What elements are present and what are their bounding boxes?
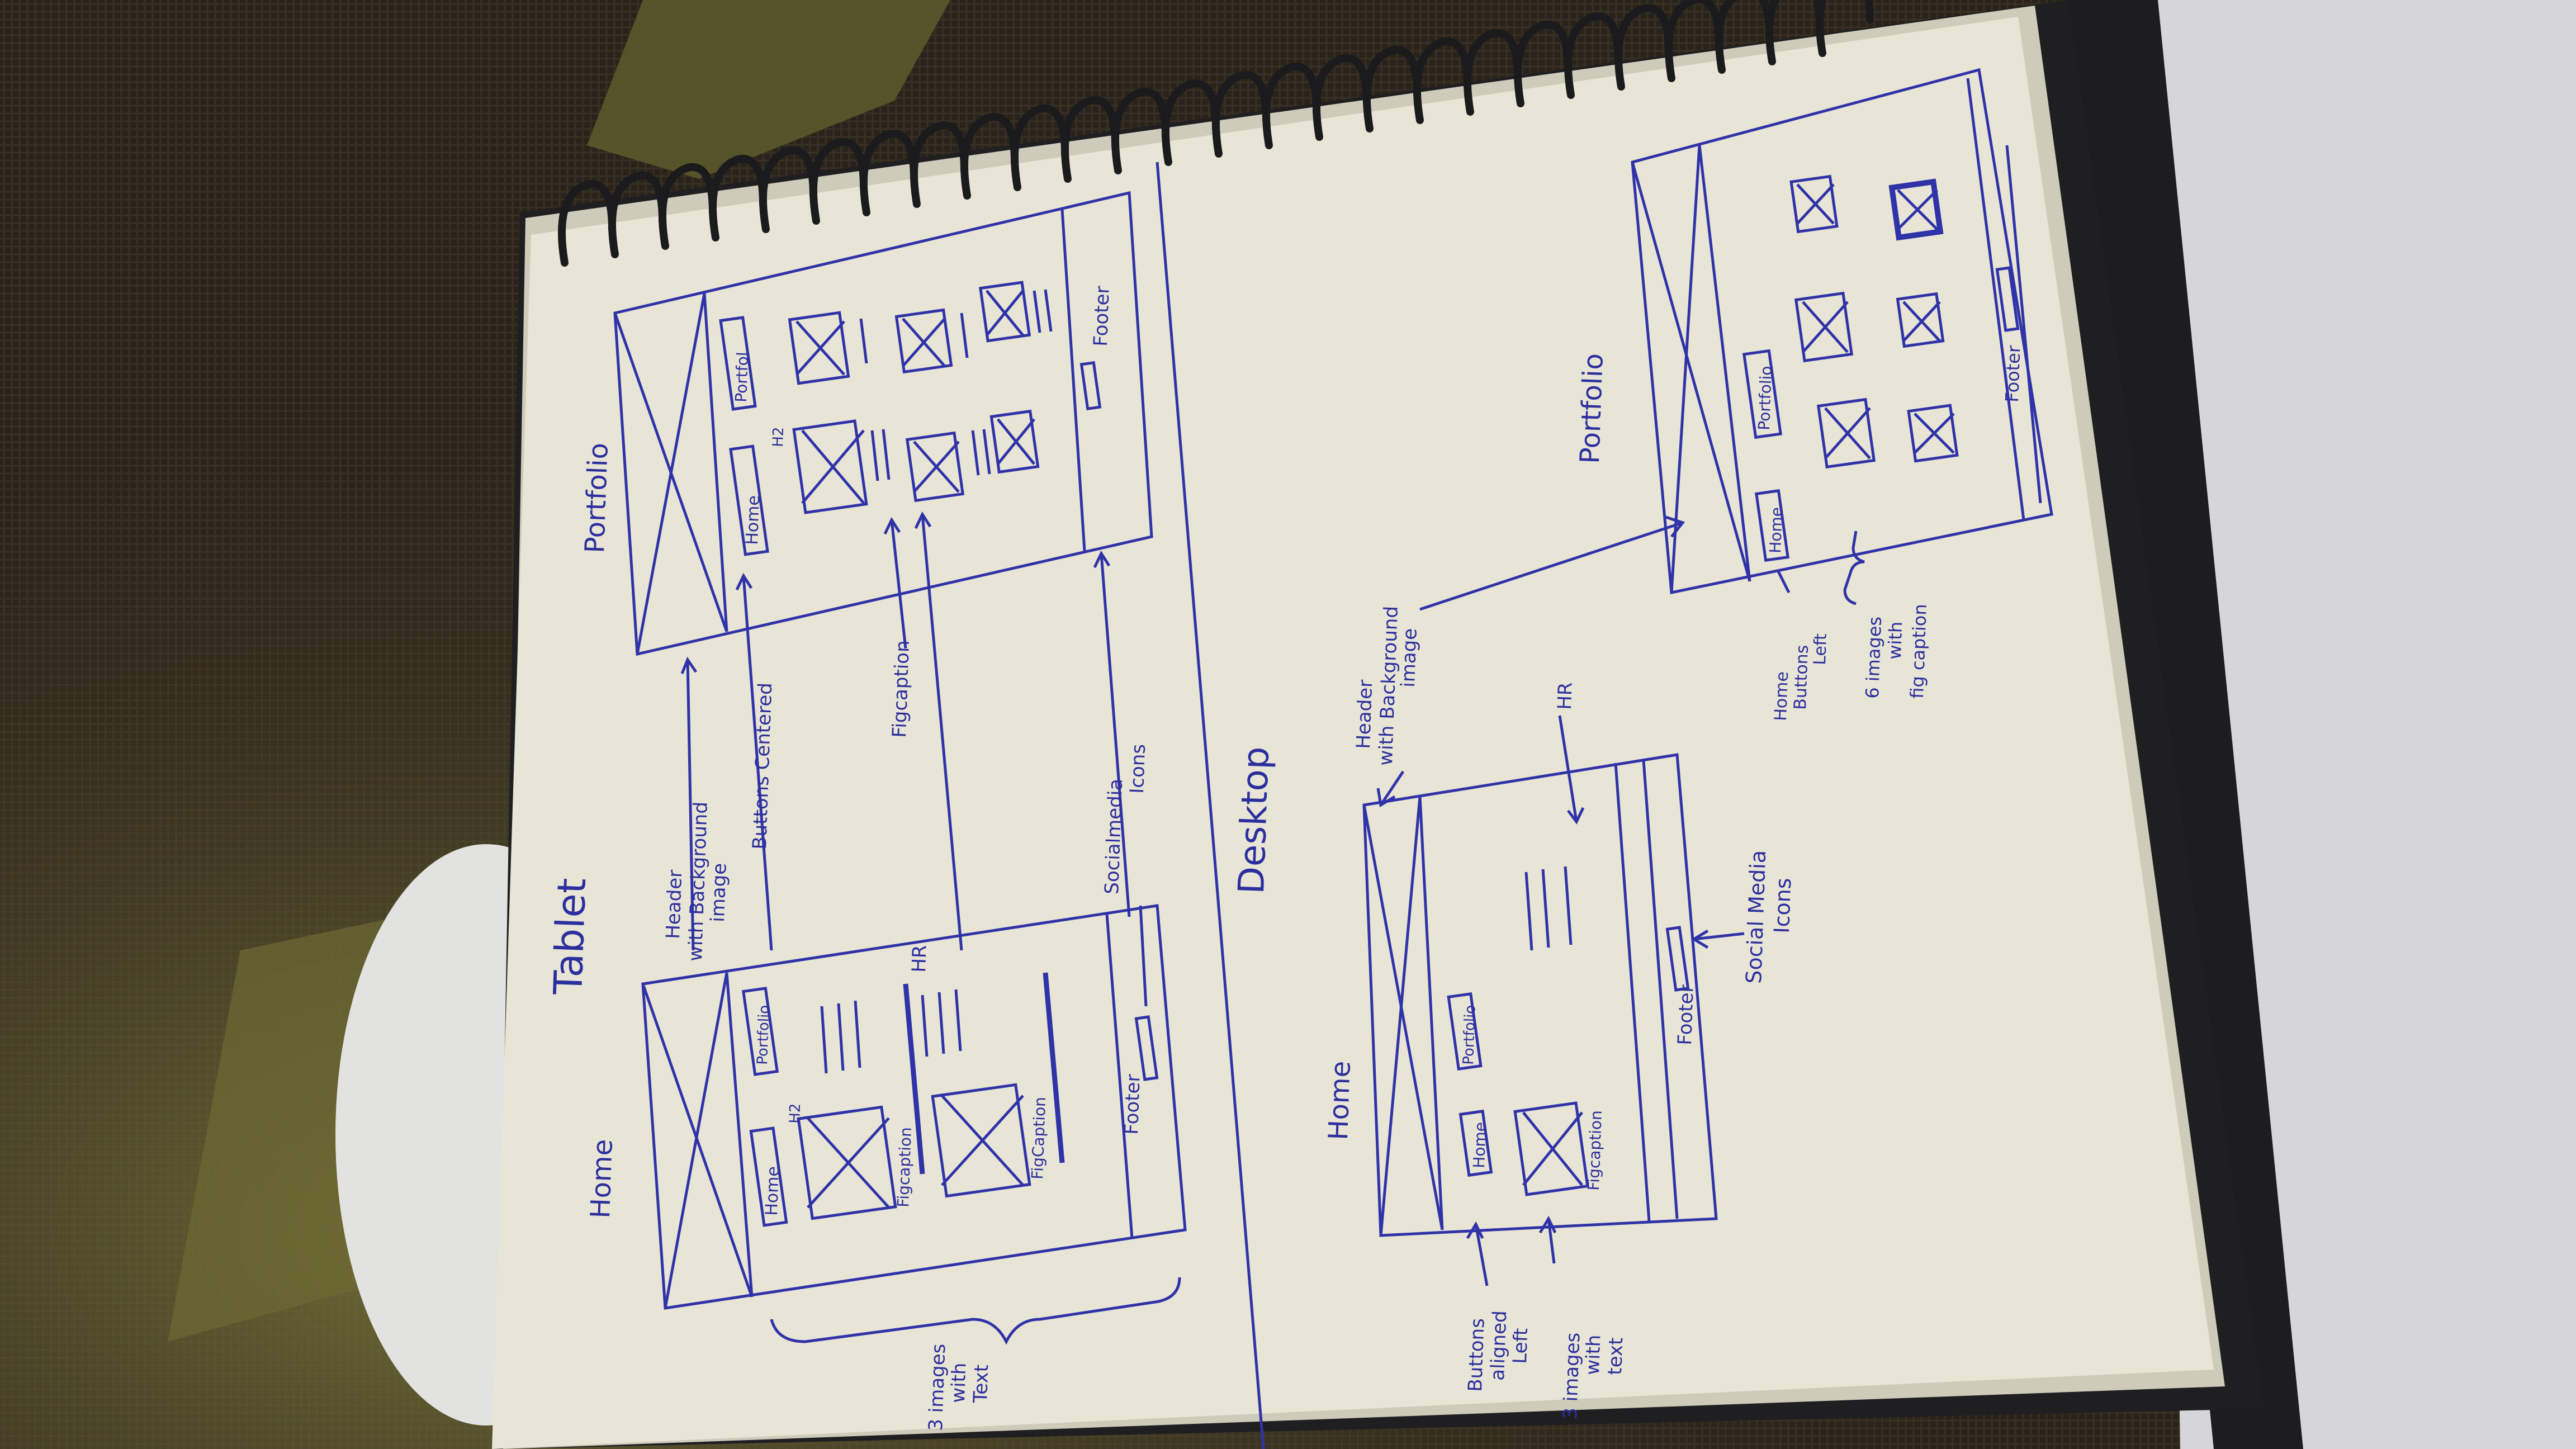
- tp-h2-label: H2: [770, 427, 787, 447]
- th-portfolio-button-label: Portfolio: [754, 1005, 773, 1065]
- dh-portfolio-button-label: Portfolio: [1460, 1005, 1479, 1065]
- dh-figcaption-label: Figcaption: [1584, 1110, 1606, 1191]
- d-note-images-3: text: [1604, 1337, 1627, 1375]
- tp-footer-label: Footer: [1090, 286, 1114, 347]
- d-note-home-buttons-3: Left: [1810, 633, 1831, 665]
- d-note-images-2: with: [1581, 1334, 1605, 1375]
- th-h2-label: H2: [787, 1103, 804, 1124]
- tp-home-button-label: Home: [742, 495, 764, 546]
- dp-footer-label: Footer: [2001, 344, 2025, 402]
- d-note-header-1: Header: [1352, 679, 1377, 749]
- dh-footer-label: Footer: [1674, 984, 1698, 1046]
- th-figcaption-1-label: Figcaption: [894, 1127, 915, 1208]
- d-note-header-3: image: [1397, 628, 1422, 688]
- th-home-button-label: Home: [762, 1166, 783, 1216]
- note-social-2: Icons: [1126, 744, 1150, 794]
- tablet-section-title: Tablet: [545, 877, 595, 996]
- d-note-home-buttons-2: Buttons: [1791, 645, 1812, 710]
- note-header-3: image: [707, 863, 731, 922]
- desktop-home-title: Home: [1323, 1060, 1357, 1141]
- d-note-buttons-2: aligned: [1486, 1310, 1511, 1381]
- d-note-six-images-2: with: [1884, 621, 1906, 660]
- tp-portfolio-button-label: Portfol: [732, 352, 752, 402]
- tablet-portfolio-title: Portfolio: [579, 442, 614, 553]
- dh-home-button-label: Home: [1470, 1121, 1490, 1168]
- th-footer-label: Footer: [1120, 1074, 1145, 1135]
- d-note-six-images-1: 6 images: [1862, 616, 1886, 699]
- d-note-home-buttons-1: Home: [1771, 671, 1792, 722]
- d-note-hr: HR: [1554, 682, 1577, 711]
- th-figcaption-2-label: FigCaption: [1028, 1096, 1049, 1180]
- dp-portfolio-button-label: Portfolio: [1755, 366, 1775, 430]
- d-note-buttons-3: Left: [1509, 1328, 1532, 1364]
- desktop-portfolio-title: Portfolio: [1574, 353, 1609, 464]
- d-note-social-2: Icons: [1769, 878, 1796, 934]
- note-images-2: with: [947, 1362, 970, 1403]
- d-note-six-images-3: fig caption: [1906, 604, 1931, 699]
- desktop-section-title: Desktop: [1231, 746, 1277, 894]
- note-images-3: Text: [969, 1364, 993, 1404]
- dp-home-button-label: Home: [1766, 506, 1786, 553]
- tablet-home-title: Home: [585, 1139, 619, 1219]
- d-note-buttons-1: Buttons: [1464, 1318, 1489, 1392]
- note-figcaption: Figcaption: [888, 640, 914, 738]
- d-note-images-1: 3 images: [1559, 1332, 1584, 1420]
- d-note-social-1: Social Media: [1741, 850, 1770, 984]
- note-images-1: 3 images: [925, 1343, 950, 1431]
- note-social-1: Socialmedia: [1101, 778, 1127, 894]
- note-hr: HR: [908, 945, 931, 973]
- note-header-1: Header: [662, 869, 686, 939]
